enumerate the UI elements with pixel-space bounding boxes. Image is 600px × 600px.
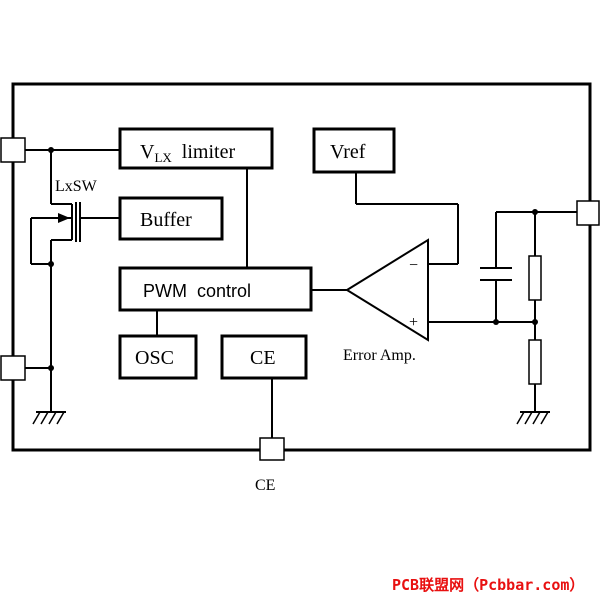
pwm-control-label: PWM control (143, 281, 251, 301)
minus-sign: − (409, 257, 418, 274)
vref-block (312, 127, 396, 174)
buffer-block (118, 196, 224, 241)
ce-pin-label: CE (255, 477, 275, 494)
internal-wiring (156, 168, 535, 440)
vref-label: Vref (330, 141, 366, 163)
osc-block (118, 334, 198, 380)
vlx-limiter-block (118, 127, 274, 170)
resistor-bottom (528, 339, 542, 385)
lxsw-transistor (30, 202, 120, 267)
resistor-top (528, 255, 542, 301)
vout-pin (576, 200, 600, 226)
error-amplifier: − + (345, 238, 429, 342)
plus-sign: + (409, 314, 418, 331)
left-ground-symbol (32, 411, 66, 425)
gnd-pin (0, 355, 26, 381)
lx-pin-wiring (25, 147, 120, 412)
ce-block (220, 334, 308, 380)
buffer-label: Buffer (140, 209, 192, 231)
ic-outline (11, 82, 592, 452)
lxsw-label: LxSW (55, 178, 98, 195)
pwm-control-block (118, 266, 313, 312)
watermark-text: PCB联盟网（Pcbbar.com） (392, 576, 584, 594)
error-amp-label: Error Amp. (343, 347, 416, 364)
ce-block-label: CE (250, 347, 276, 369)
osc-label: OSC (135, 347, 174, 369)
output-network (480, 209, 585, 425)
lx-pin (0, 137, 26, 163)
ce-pin (259, 437, 285, 461)
